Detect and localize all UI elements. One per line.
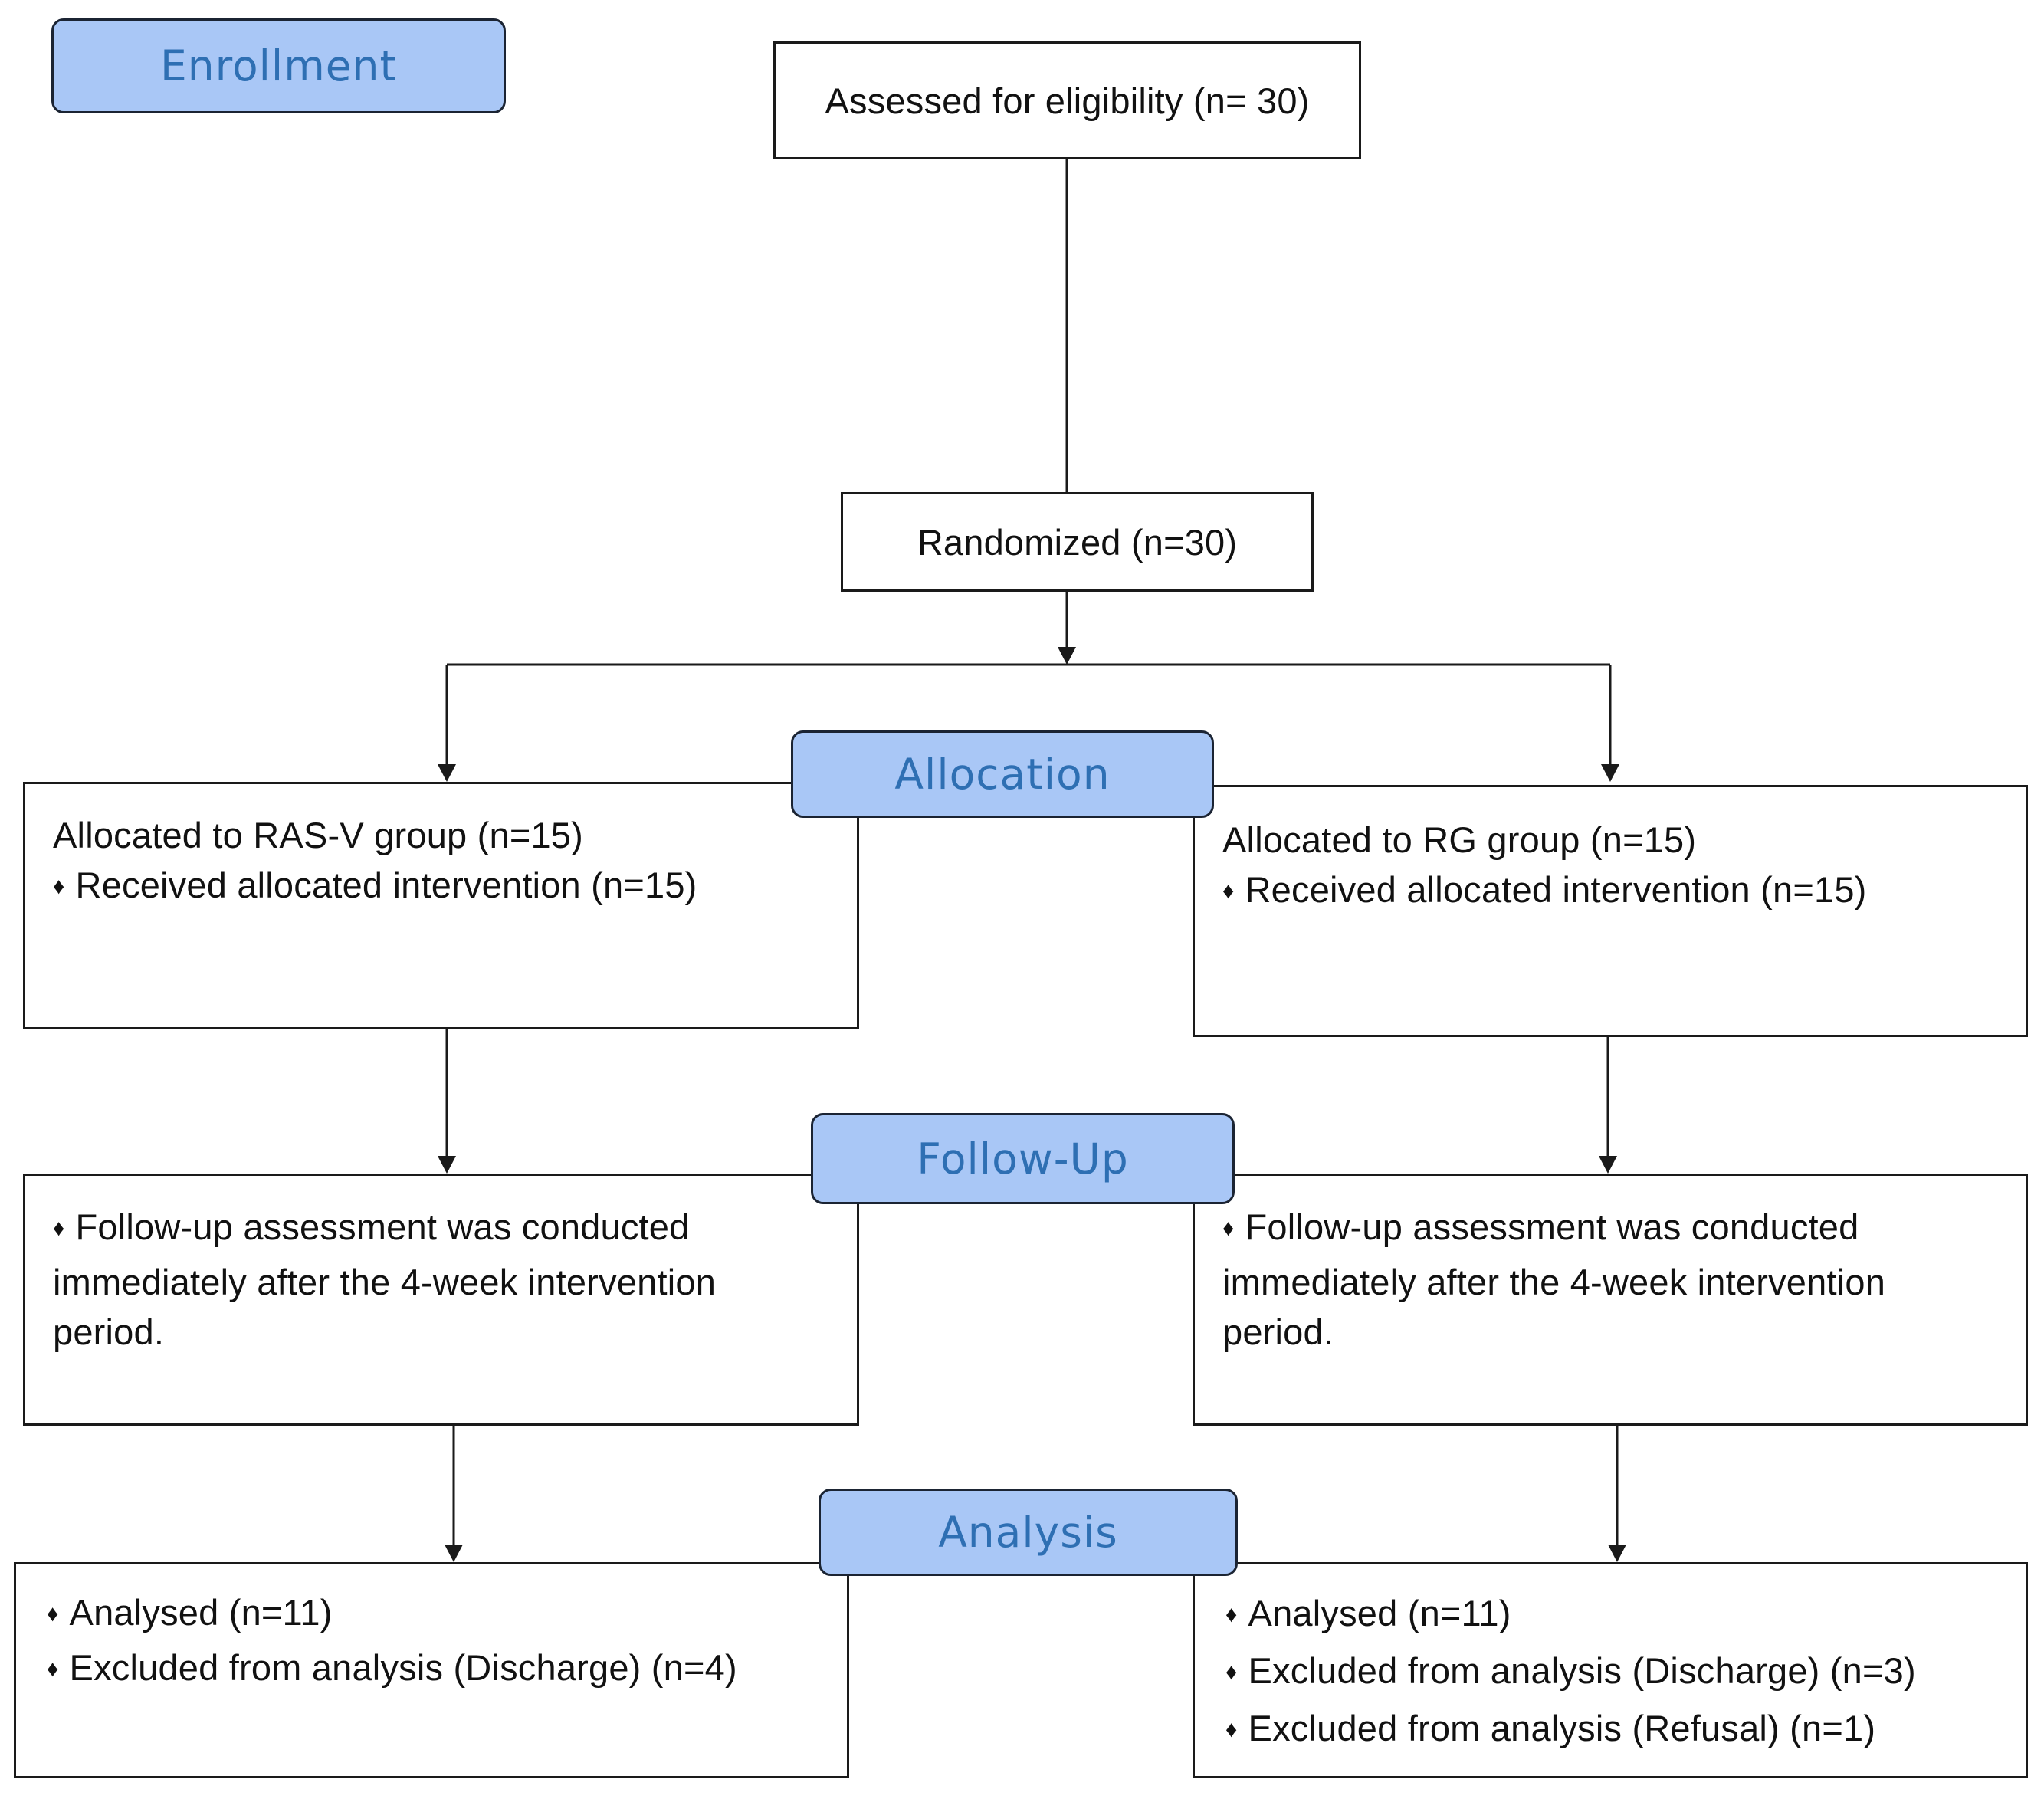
followup-left-box: Follow-up assessment was conducted immed…	[23, 1174, 859, 1426]
followup-left-line-2: period.	[53, 1311, 165, 1352]
followup-left-item: Follow-up assessment was conducted	[53, 1202, 716, 1257]
allocation-left-title: Allocated to RAS-V group (n=15)	[53, 815, 583, 855]
randomized-box: Randomized (n=30)	[841, 492, 1314, 592]
arrowhead-analysis-left	[445, 1545, 463, 1562]
allocation-right-box: Allocated to RG group (n=15) Received al…	[1193, 785, 2028, 1037]
analysis-left-item-2: Excluded from analysis (Discharge) (n=4)	[47, 1643, 737, 1698]
analysis-left-box: Analysed (n=11) Excluded from analysis (…	[14, 1562, 849, 1778]
arrowhead-randomized	[1058, 647, 1076, 665]
assessed-eligibility-box: Assessed for eligibility (n= 30)	[773, 41, 1361, 159]
followup-right-box: Follow-up assessment was conducted immed…	[1193, 1174, 2028, 1426]
arrowhead-alloc-right	[1601, 764, 1619, 782]
stage-label-enrollment: Enrollment	[51, 18, 506, 113]
arrowhead-follow-left	[438, 1156, 456, 1174]
allocation-left-item: Received allocated intervention (n=15)	[53, 860, 697, 915]
arrowhead-alloc-left	[438, 764, 456, 782]
analysis-left-item-1: Analysed (n=11)	[47, 1587, 737, 1643]
analysis-right-box: Analysed (n=11) Excluded from analysis (…	[1193, 1562, 2028, 1778]
analysis-right-item-2: Excluded from analysis (Discharge) (n=3)	[1225, 1645, 1916, 1702]
allocation-right-title: Allocated to RG group (n=15)	[1222, 819, 1697, 860]
allocation-left-box: Allocated to RAS-V group (n=15) Received…	[23, 782, 859, 1029]
allocation-right-item: Received allocated intervention (n=15)	[1222, 865, 1867, 920]
followup-right-line-1: immediately after the 4-week interventio…	[1222, 1262, 1886, 1302]
assessed-eligibility-text: Assessed for eligibility (n= 30)	[825, 80, 1310, 121]
stage-label-allocation: Allocation	[791, 730, 1214, 818]
randomized-text: Randomized (n=30)	[917, 521, 1238, 563]
followup-right-item: Follow-up assessment was conducted	[1222, 1202, 1885, 1257]
followup-left-line-1: immediately after the 4-week interventio…	[53, 1262, 717, 1302]
followup-right-line-2: period.	[1222, 1311, 1334, 1352]
stage-label-analysis: Analysis	[819, 1489, 1238, 1576]
arrowhead-follow-right	[1599, 1156, 1617, 1174]
stage-label-followup: Follow-Up	[811, 1113, 1235, 1204]
arrowhead-analysis-right	[1608, 1545, 1626, 1562]
analysis-right-item-1: Analysed (n=11)	[1225, 1587, 1916, 1645]
analysis-right-item-3: Excluded from analysis (Refusal) (n=1)	[1225, 1702, 1916, 1760]
